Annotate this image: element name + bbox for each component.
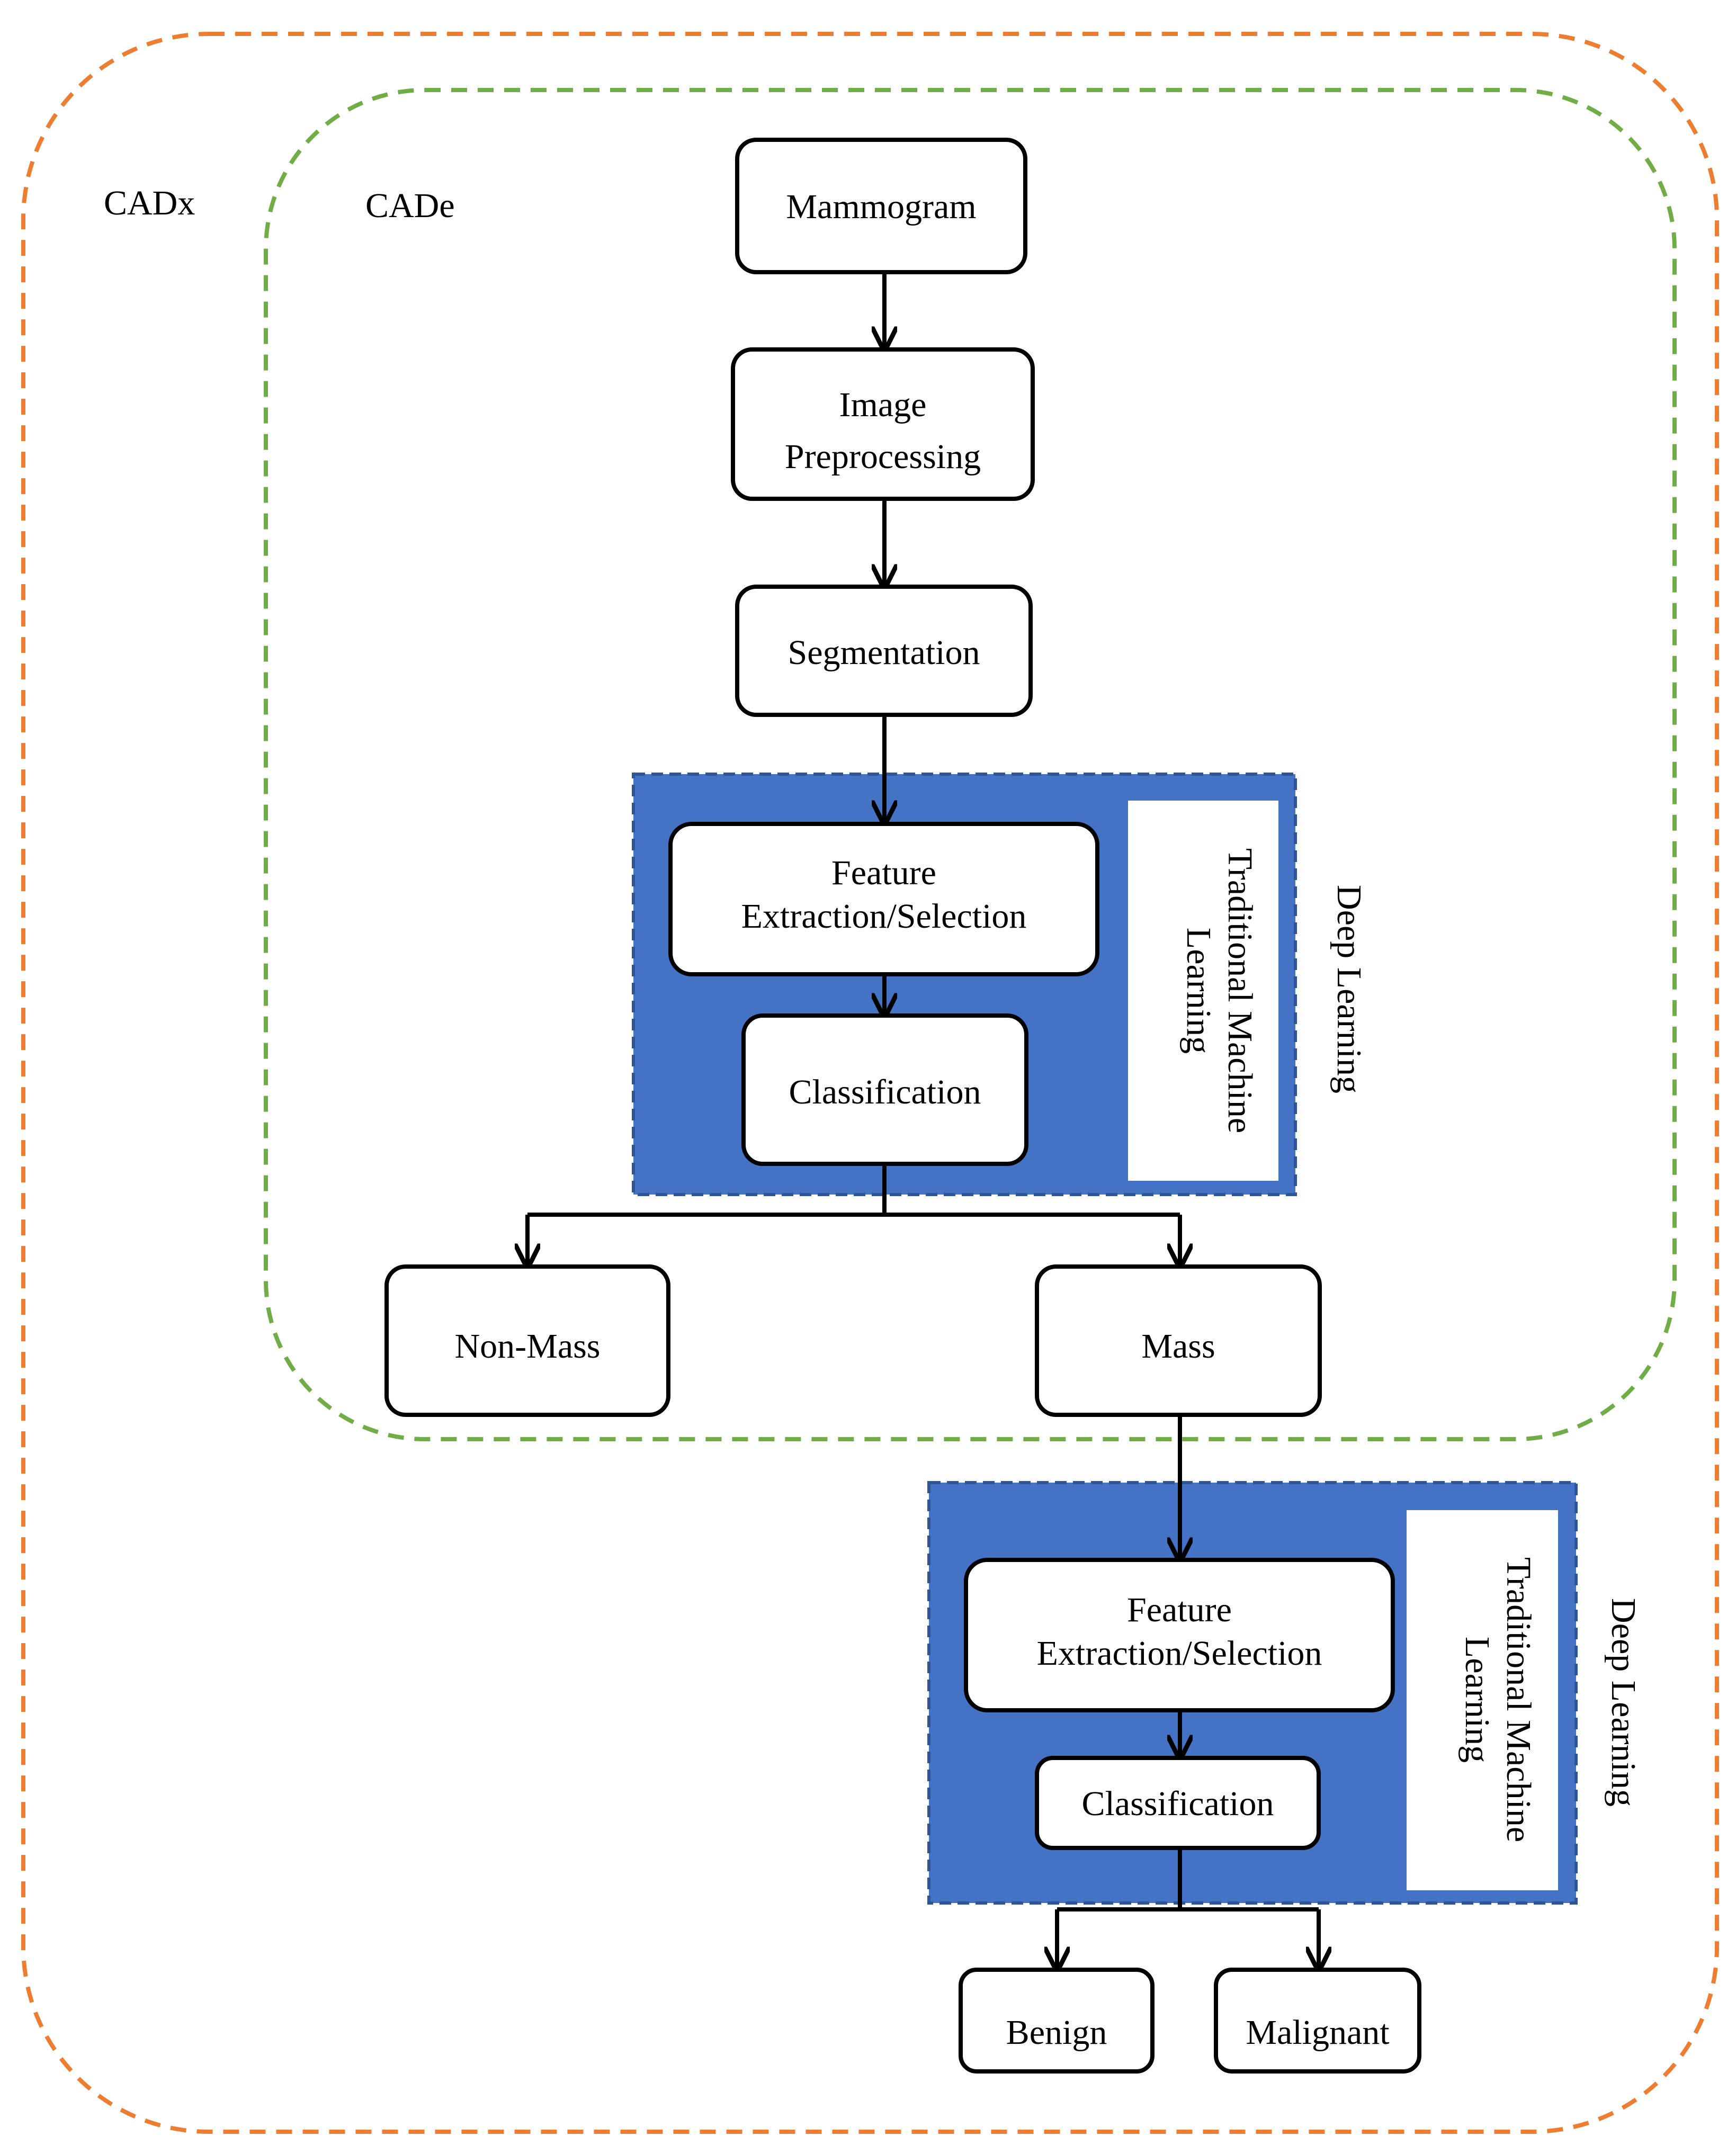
detection-deep-learning-label: Deep Learning xyxy=(1330,885,1368,1093)
diagnosis-traditional-ml-label-line2: Learning xyxy=(1458,1637,1497,1763)
feature-extraction-diagnosis-label-line1: Feature xyxy=(1127,1591,1232,1629)
classification-node-detection: Classification xyxy=(741,1013,1028,1166)
cadx-label: CADx xyxy=(104,184,195,222)
mammogram-label: Mammogram xyxy=(786,187,976,226)
image-preprocessing-label-line2: Preprocessing xyxy=(785,437,981,476)
benign-label: Benign xyxy=(1006,2013,1107,2052)
segmentation-label: Segmentation xyxy=(788,633,980,672)
diagnosis-traditional-ml-box xyxy=(1407,1510,1558,1890)
detection-traditional-ml-label-line2: Learning xyxy=(1179,928,1218,1054)
feature-extraction-node-diagnosis: Feature Extraction/Selection xyxy=(964,1558,1395,1712)
cadx-region xyxy=(21,32,1719,2134)
mass-node: Mass xyxy=(1035,1264,1322,1417)
segmentation-node: Segmentation xyxy=(735,585,1033,717)
benign-node: Benign xyxy=(959,1968,1155,2074)
diagnosis-deep-learning-label: Deep Learning xyxy=(1604,1598,1643,1807)
classification-diagnosis-label: Classification xyxy=(1082,1784,1274,1823)
image-preprocessing-label-line1: Image xyxy=(839,385,927,424)
feature-extraction-detection-label-line2: Extraction/Selection xyxy=(741,897,1027,936)
mammogram-node: Mammogram xyxy=(735,138,1027,274)
malignant-label: Malignant xyxy=(1246,2013,1389,2052)
image-preprocessing-node: Image Preprocessing xyxy=(731,347,1035,501)
diagnosis-traditional-ml-label-line1: Traditional Machine xyxy=(1499,1557,1538,1842)
detection-traditional-ml-label-line1: Traditional Machine xyxy=(1221,848,1259,1133)
feature-extraction-detection-label-line1: Feature xyxy=(831,854,936,892)
non-mass-label: Non-Mass xyxy=(455,1327,601,1366)
non-mass-node: Non-Mass xyxy=(384,1264,670,1417)
classification-node-diagnosis: Classification xyxy=(1035,1756,1321,1850)
malignant-node: Malignant xyxy=(1214,1968,1421,2074)
feature-extraction-diagnosis-label-line2: Extraction/Selection xyxy=(1037,1634,1322,1673)
classification-detection-label: Classification xyxy=(789,1073,981,1111)
mass-label: Mass xyxy=(1141,1327,1215,1366)
detection-traditional-ml-box xyxy=(1128,801,1278,1181)
feature-extraction-node-detection: Feature Extraction/Selection xyxy=(668,822,1099,976)
cade-region xyxy=(264,88,1677,1441)
cade-label: CADe xyxy=(365,186,455,225)
